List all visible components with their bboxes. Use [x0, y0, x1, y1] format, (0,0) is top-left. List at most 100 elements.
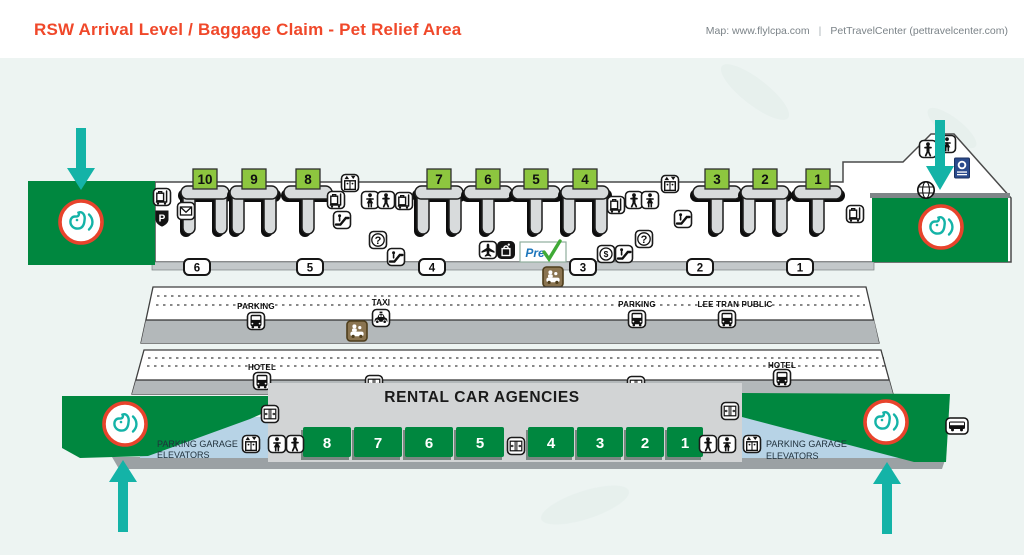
counter-4: 4	[547, 435, 556, 452]
taxi-stop-label: TAXI	[372, 298, 390, 307]
currency-exchange-icon: $	[596, 244, 616, 264]
crosswalk-icon	[262, 406, 279, 423]
baggage-cart-icon	[608, 197, 625, 214]
counter-2: 2	[641, 435, 649, 452]
international-globe-icon	[916, 180, 936, 200]
crosswalk-icon	[508, 438, 525, 455]
credit-text: PetTravelCenter (pettravelcenter.com)	[830, 25, 1008, 37]
door-6: 6	[194, 263, 200, 275]
arrow-down-icon	[926, 120, 954, 190]
leetran-bus-icon	[719, 311, 736, 328]
parking-shield-icon: P	[155, 210, 169, 227]
arrow-up-icon	[109, 460, 137, 532]
parking-shuttle-icon	[629, 311, 646, 328]
door-1: 1	[797, 263, 804, 275]
restroom-men-icon	[378, 192, 395, 209]
hotel-shuttle-icon	[254, 373, 271, 390]
escalator-icon	[334, 212, 351, 229]
arrival-roadway-inner	[140, 286, 880, 344]
taxi-icon	[373, 310, 390, 327]
page-title: RSW Arrival Level / Baggage Claim - Pet …	[34, 20, 462, 39]
restroom-men-icon	[700, 436, 717, 453]
elevator-icon	[342, 175, 359, 192]
claim-number-4: 4	[581, 172, 589, 187]
garage-label-line1: PARKING GARAGE	[766, 439, 847, 449]
door-4: 4	[429, 263, 436, 275]
escalator-icon	[675, 211, 692, 228]
hotel-stop-label: HOTEL	[768, 361, 796, 370]
counter-3: 3	[596, 435, 604, 452]
ground-transport-icon	[542, 266, 564, 288]
shuttle-stops: PARKING TAXI PARKING LEE TRAN PUBLIC HOT…	[237, 298, 796, 394]
elevator-icon	[243, 436, 260, 453]
counter-7: 7	[374, 435, 382, 452]
map-source-text: Map: www.flylcpa.com	[705, 25, 810, 37]
garage-label-line2: ELEVATORS	[766, 451, 819, 461]
claim-number-9: 9	[250, 172, 258, 187]
svg-text:P: P	[159, 213, 166, 224]
credit-divider: |	[818, 25, 822, 37]
svg-text:?: ?	[641, 234, 648, 246]
parking-stop-label: PARKING	[237, 302, 275, 311]
shops-icon	[496, 240, 516, 260]
tsa-precheck-badge: Pre	[519, 239, 567, 263]
baggage-cart-icon	[328, 192, 345, 209]
page-header: RSW Arrival Level / Baggage Claim - Pet …	[0, 0, 1024, 58]
restroom-women-icon	[269, 436, 286, 453]
terminal-door-numbers: 6 5 4 3 2 1	[183, 258, 814, 276]
baggage-cart-icon	[847, 206, 864, 223]
counter-8: 8	[323, 435, 331, 452]
parking-stop-label: PARKING	[618, 300, 656, 309]
terminal-curb	[151, 261, 875, 271]
restroom-men-icon	[920, 141, 937, 158]
restroom-women-icon	[362, 192, 379, 209]
ground-transport-icon	[346, 320, 368, 342]
claim-number-1: 1	[814, 172, 822, 187]
hotel-stop-label: HOTEL	[248, 363, 276, 372]
mail-icon	[178, 203, 195, 220]
restroom-men-icon	[287, 436, 304, 453]
door-5: 5	[307, 263, 314, 275]
information-icon: ?	[368, 230, 388, 250]
leetran-stop-label: LEE TRAN PUBLIC	[698, 300, 773, 309]
claim-number-6: 6	[484, 172, 492, 187]
rental-car-title: RENTAL CAR AGENCIES	[384, 389, 579, 406]
svg-text:?: ?	[375, 235, 382, 247]
terminal-icons: P ? Pre $ ?	[154, 136, 970, 266]
restroom-women-icon	[719, 436, 736, 453]
door-3: 3	[580, 263, 586, 275]
precheck-label: Pre	[525, 246, 545, 260]
elevator-icon	[662, 176, 679, 193]
claim-number-2: 2	[761, 172, 769, 187]
background-watermarks	[541, 64, 977, 525]
pet-relief-icon	[58, 199, 104, 245]
parking-shuttle-icon	[248, 313, 265, 330]
baggage-cart-icon	[396, 193, 413, 210]
garage-label-line2: ELEVATORS	[157, 450, 210, 460]
pet-relief-icon	[918, 204, 964, 250]
restroom-women-icon	[642, 192, 659, 209]
claim-number-10: 10	[197, 172, 212, 187]
baggage-cart-icon	[154, 189, 171, 206]
svg-text:$: $	[604, 249, 609, 259]
garage-walkway-items: PARKING GARAGE ELEVATORS PARKING GARAGE …	[157, 403, 969, 461]
arrow-down-icon	[67, 128, 95, 190]
counter-5: 5	[476, 435, 484, 452]
escalator-icon	[616, 246, 633, 263]
restroom-men-icon	[626, 192, 643, 209]
right-green-top-border	[870, 193, 1010, 198]
door-2: 2	[697, 263, 703, 275]
claim-number-7: 7	[435, 172, 443, 187]
map-credits: Map: www.flylcpa.com | PetTravelCenter (pe…	[706, 25, 1008, 37]
elevator-icon	[744, 436, 761, 453]
airline-info-icon	[480, 242, 497, 259]
claim-number-5: 5	[532, 172, 540, 187]
information-icon: ?	[634, 229, 654, 249]
precheck-check-icon	[542, 239, 562, 263]
pet-relief-icon	[102, 401, 148, 447]
pet-relief-arrows	[67, 120, 954, 534]
dhs-tsa-badge-icon	[954, 157, 970, 179]
claim-number-3: 3	[713, 172, 721, 187]
arrow-up-icon	[873, 462, 901, 534]
